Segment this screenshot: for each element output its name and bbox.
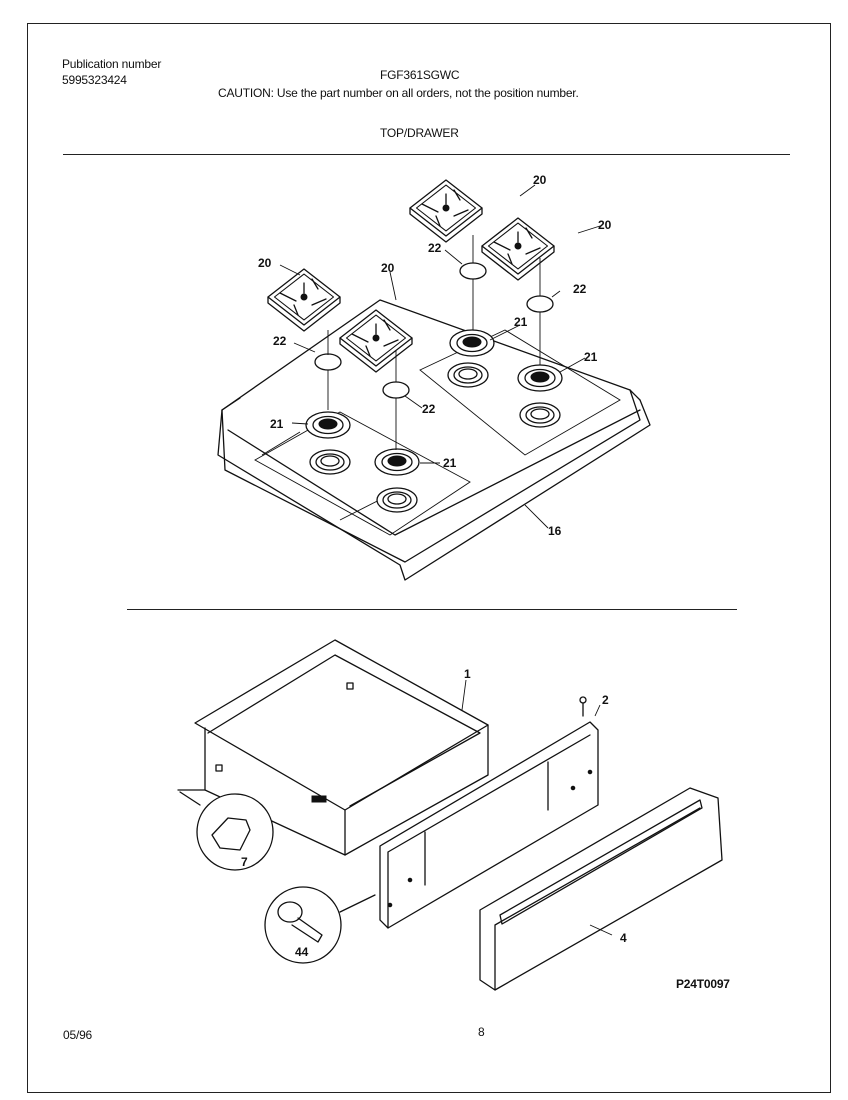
callout-drawer-panel: 2 — [602, 693, 609, 707]
middle-divider — [127, 609, 737, 610]
publication-label: Publication number — [62, 57, 162, 71]
page-number: 8 — [478, 1025, 485, 1039]
drawer-drawing — [177, 639, 723, 991]
callout-cap-back: 22 — [428, 241, 442, 255]
callout-front-panel: 4 — [620, 931, 627, 945]
callout-cap-right: 22 — [573, 282, 587, 296]
callout-grate-center: 20 — [381, 261, 395, 275]
callout-grate-back-right-2: 20 — [598, 218, 612, 232]
callout-cap-front: 22 — [422, 402, 436, 416]
callout-cap-left: 22 — [273, 334, 287, 348]
callout-roller: 44 — [295, 945, 309, 959]
model-number: FGF361SGWC — [380, 68, 460, 82]
callout-ring-front: 21 — [443, 456, 457, 470]
callout-ring-back: 21 — [514, 315, 528, 329]
callout-drawer-body: 1 — [464, 667, 471, 681]
top-divider — [63, 154, 790, 155]
callout-cooktop: 16 — [548, 524, 562, 538]
section-title: TOP/DRAWER — [380, 126, 459, 140]
callout-clip: 7 — [241, 855, 248, 869]
page-border — [27, 23, 831, 1093]
caution-text: CAUTION: Use the part number on all orde… — [218, 86, 579, 100]
callout-ring-right: 21 — [584, 350, 598, 364]
callout-grate-back-right-1: 20 — [533, 173, 547, 187]
callout-grate-left: 20 — [258, 256, 272, 270]
publication-number: 5995323424 — [62, 73, 127, 87]
callout-ring-left: 21 — [270, 417, 284, 431]
cooktop-drawing — [217, 179, 651, 581]
footer-date: 05/96 — [63, 1028, 93, 1042]
drawing-code: P24T0097 — [676, 977, 730, 991]
